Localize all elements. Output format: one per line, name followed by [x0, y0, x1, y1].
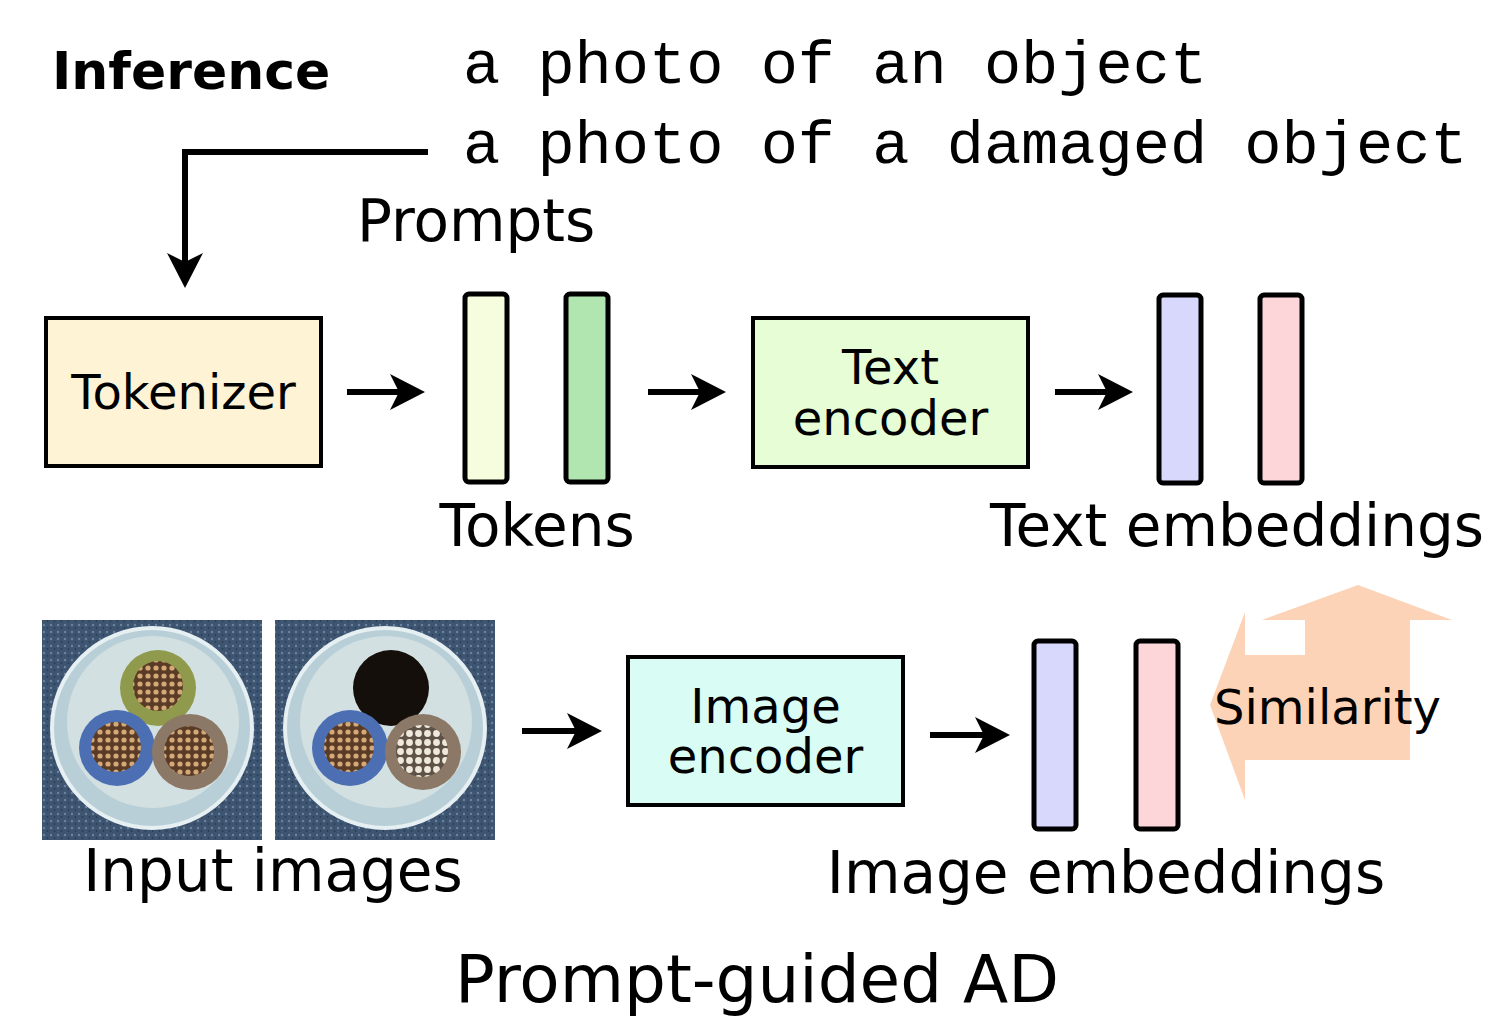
process-box: Text encoder [751, 316, 1030, 469]
node-text: Similarity [1214, 682, 1441, 732]
text-label: Prompts [357, 188, 595, 255]
embedding-bars [465, 294, 1302, 829]
cable-photo [275, 620, 495, 840]
similarity-arrow: Similarity [1195, 580, 1460, 805]
cable-photo [42, 620, 262, 840]
process-box: Tokenizer [44, 316, 323, 468]
diagram-caption: Prompt-guided AD [455, 942, 1059, 1018]
text-label: Text embeddings [990, 493, 1484, 560]
text-label: Tokens [439, 493, 634, 560]
diagram-title: Inference [52, 42, 330, 102]
node-text: Image encoder [644, 681, 887, 782]
process-box: Image encoder [626, 655, 905, 807]
text-label: a photo of an object [463, 31, 1207, 102]
text-label: Image embeddings [827, 840, 1385, 907]
node-text: Tokenizer [71, 367, 295, 417]
node-text: Text encoder [769, 342, 1012, 443]
text-label: Input images [83, 838, 463, 905]
arrow-head [167, 253, 203, 288]
text-label: a photo of a damaged object [463, 111, 1468, 182]
